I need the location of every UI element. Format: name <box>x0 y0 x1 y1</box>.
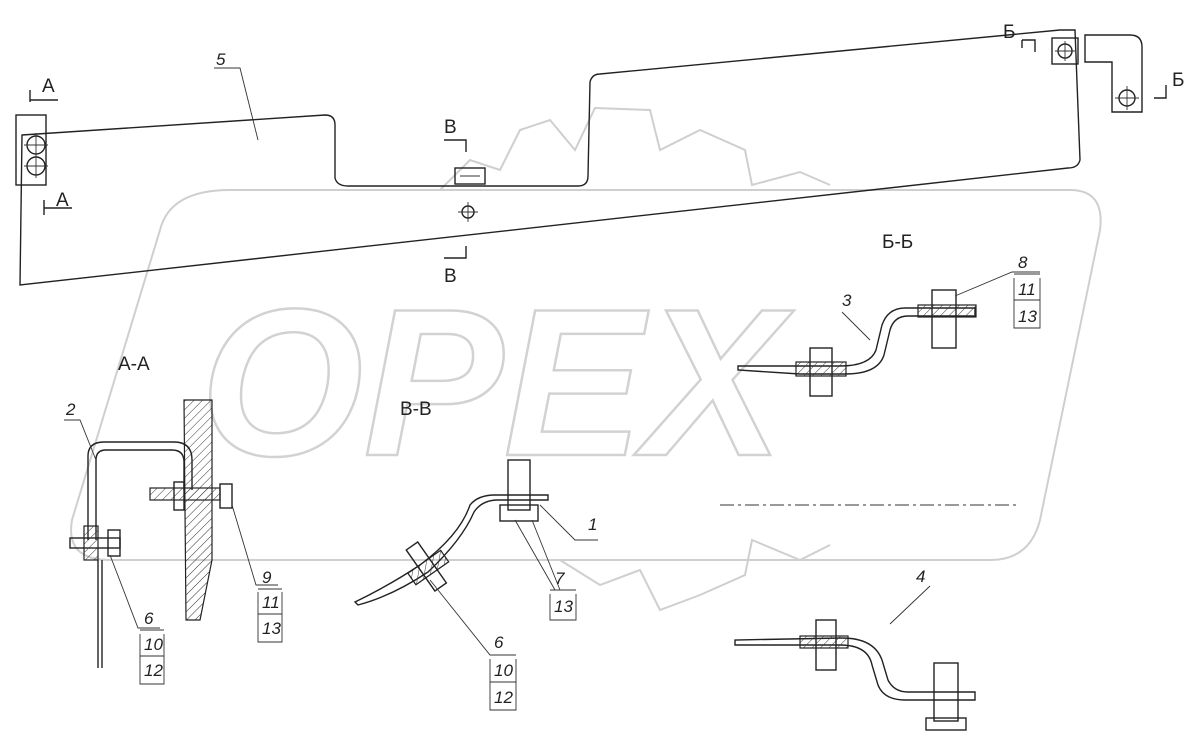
leader-2 <box>64 419 97 461</box>
nut-4 <box>925 717 967 731</box>
position-10-left: 10 <box>144 635 163 654</box>
main-view: А А В В Б Б 5 <box>15 22 1184 287</box>
nut-6-left <box>107 529 121 557</box>
detail-4: 4 <box>720 504 1020 731</box>
section-vv: В-В 1 7 13 6 10 12 <box>353 399 598 711</box>
section-b-right-label: Б <box>1172 70 1184 91</box>
watermark-gear-outline <box>439 106 831 612</box>
bolt-6-mid <box>405 541 448 592</box>
leader-1 <box>539 504 598 541</box>
watermark-text: OPEX <box>200 265 794 500</box>
center-mount <box>454 167 486 185</box>
washer-8 <box>917 304 977 318</box>
leader-4 <box>889 585 931 625</box>
nut-9 <box>219 483 233 509</box>
position-7: 7 <box>555 569 565 588</box>
section-v-bottom-label: В <box>444 266 457 287</box>
clamp-6-mid <box>407 549 450 586</box>
leader-9 <box>231 504 278 586</box>
position-4: 4 <box>916 567 925 586</box>
stud-7 <box>507 459 531 511</box>
position-9: 9 <box>262 568 272 587</box>
position-12-mid: 12 <box>494 688 513 707</box>
leader-5 <box>214 67 259 141</box>
clamp-4 <box>799 635 849 649</box>
section-aa: А-А 2 9 11 13 6 10 12 <box>64 354 283 685</box>
section-a-bottom-label: А <box>56 190 69 211</box>
section-a-top-label: А <box>42 76 55 97</box>
position-6-mid: 6 <box>494 633 504 652</box>
section-v-top-arrow <box>444 139 467 152</box>
section-a-bottom-arrow <box>43 200 72 215</box>
position-13: 13 <box>262 619 281 638</box>
bracket-1 <box>353 494 549 606</box>
leader-7 <box>514 519 561 591</box>
bolt-9 <box>149 487 221 501</box>
leader-3 <box>841 311 871 341</box>
clamp-3 <box>795 361 847 377</box>
bracket-4 <box>734 637 976 701</box>
position-8: 8 <box>1018 253 1028 272</box>
section-bb: Б-Б 3 8 11 13 <box>737 232 1041 397</box>
position-5: 5 <box>216 50 226 69</box>
view-aa-title: А-А <box>118 354 150 375</box>
right-mount-upper <box>1051 37 1079 65</box>
section-b-top-label: Б <box>1003 22 1015 43</box>
section-v-top-label: В <box>444 117 457 138</box>
section-b-right-arrow <box>1154 85 1167 99</box>
position-13-right: 13 <box>1018 307 1037 326</box>
right-mount-bracket <box>1084 34 1143 113</box>
position-2: 2 <box>65 400 76 419</box>
position-12-left: 12 <box>144 661 163 680</box>
panel-outline <box>19 29 1081 286</box>
bracket-2 <box>87 441 193 540</box>
left-mount-plate <box>15 114 47 186</box>
watermark: OPEX <box>70 106 1102 612</box>
washer-9 <box>173 481 185 511</box>
section-v-bottom-arrow <box>444 246 467 259</box>
section-a-top-arrow <box>29 90 58 102</box>
washer-6-left <box>83 525 99 561</box>
leader-8 <box>954 271 1040 297</box>
position-1: 1 <box>588 515 597 534</box>
position-13-mid: 13 <box>554 597 573 616</box>
position-11-right: 11 <box>1018 280 1036 299</box>
watermark-frame <box>70 189 1102 561</box>
position-6-left: 6 <box>144 609 154 628</box>
position-10-mid: 10 <box>494 661 513 680</box>
stud-8 <box>931 289 957 349</box>
wall-section <box>183 399 213 621</box>
view-bb-title: Б-Б <box>882 232 913 253</box>
view-vv-title: В-В <box>400 399 432 420</box>
position-11: 11 <box>262 593 280 612</box>
position-3: 3 <box>842 291 852 310</box>
leader-6-left <box>109 554 160 629</box>
section-b-top-arrow <box>1021 39 1036 52</box>
stud-4 <box>933 662 959 722</box>
nut-7 <box>499 504 539 522</box>
